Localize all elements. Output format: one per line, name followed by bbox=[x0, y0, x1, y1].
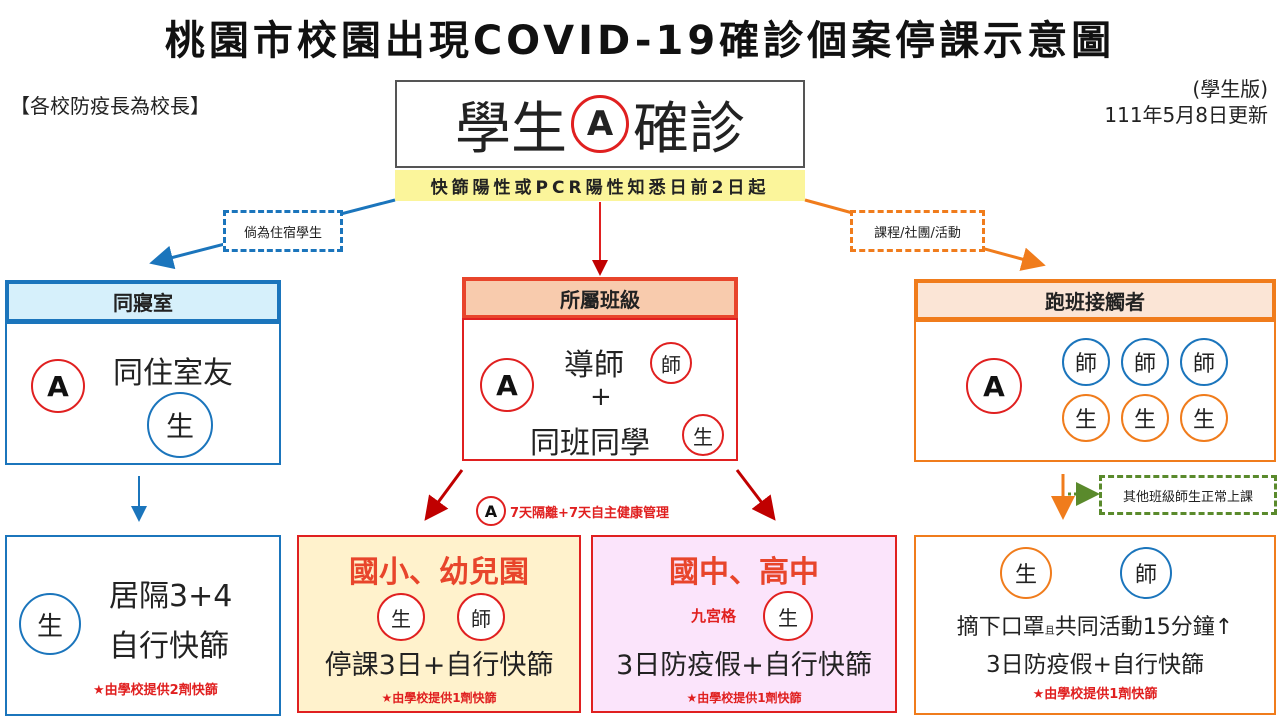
period-band: 快篩陽性或PCR陽性知悉日前2日起 bbox=[395, 170, 805, 201]
student-icon: 生 bbox=[1180, 394, 1228, 442]
updated-date: 111年5月8日更新 bbox=[1104, 103, 1268, 127]
class-box: A 導師 師 + 同班同學 生 bbox=[462, 318, 738, 461]
principal-note: 【各校防疫長為校長】 bbox=[10, 94, 210, 118]
isolation-note: A 7天隔離+7天自主健康管理 bbox=[476, 496, 669, 526]
teacher-text: 導師 bbox=[564, 348, 624, 383]
result-line: 居隔3+4 bbox=[109, 579, 233, 614]
dorm-box: A 同住室友 生 bbox=[5, 322, 281, 465]
cross-box: A 師 師 師 生 生 生 bbox=[914, 320, 1276, 462]
teacher-icon: 師 bbox=[650, 342, 692, 384]
kit-note: ★由學校提供1劑快篩 bbox=[381, 691, 497, 705]
student-icon: 生 bbox=[147, 392, 213, 458]
dorm-header: 同寢室 bbox=[5, 280, 281, 323]
condition-part: 摘下口罩 bbox=[956, 615, 1045, 640]
cross-header: 跑班接觸者 bbox=[914, 279, 1276, 321]
badge-a: A bbox=[480, 358, 534, 412]
teacher-icon: 師 bbox=[1120, 547, 1172, 599]
version-info: (學生版) 111年5月8日更新 bbox=[1104, 76, 1268, 128]
badge-a: A bbox=[31, 359, 85, 413]
plus: + bbox=[590, 382, 612, 412]
result-elementary: 國小、幼兒園 生 師 停課3日+自行快篩 ★由學校提供1劑快篩 bbox=[297, 535, 581, 713]
result-title: 國中、高中 bbox=[669, 555, 819, 590]
badge-a: A bbox=[476, 496, 506, 526]
student-icon: 生 bbox=[1062, 394, 1110, 442]
student-icon: 生 bbox=[377, 593, 425, 641]
condition-and: 且 bbox=[1044, 626, 1055, 637]
badge-a: A bbox=[966, 358, 1022, 414]
page-title: 桃園市校園出現COVID-19確診個案停課示意圖 bbox=[164, 18, 1116, 64]
dorm-condition-label: 倘為住宿學生 bbox=[223, 210, 343, 252]
student-icon: 生 bbox=[1000, 547, 1052, 599]
result-line: 3日防疫假+自行快篩 bbox=[616, 650, 872, 681]
roommate-text: 同住室友 bbox=[113, 356, 233, 391]
result-dorm: 生 居隔3+4 自行快篩 ★由學校提供2劑快篩 bbox=[5, 535, 281, 716]
arrow-elem bbox=[424, 469, 464, 521]
condition-part: 共同活動15分鐘↑ bbox=[1054, 615, 1234, 640]
result-line: 3日防疫假+自行快篩 bbox=[986, 652, 1204, 678]
arrow-high bbox=[735, 469, 776, 521]
kit-note: ★由學校提供1劑快篩 bbox=[1032, 687, 1158, 702]
other-classes-note: 其他班級師生正常上課 bbox=[1099, 475, 1277, 515]
result-line: 自行快篩 bbox=[109, 629, 229, 664]
version-label: (學生版) bbox=[1192, 77, 1268, 101]
main-case-box: 學生 A 確診 bbox=[395, 80, 805, 168]
activity-condition-label: 課程/社團/活動 bbox=[850, 210, 985, 252]
kit-note: ★由學校提供2劑快篩 bbox=[93, 683, 218, 698]
result-high: 國中、高中 九宮格 生 3日防疫假+自行快篩 ★由學校提供1劑快篩 bbox=[591, 535, 897, 713]
main-pre: 學生 bbox=[455, 96, 567, 162]
contact-condition: 摘下口罩且共同活動15分鐘↑ bbox=[916, 609, 1274, 641]
teacher-icon: 師 bbox=[1180, 338, 1228, 386]
student-icon: 生 bbox=[19, 593, 81, 655]
result-cross: 生 師 摘下口罩且共同活動15分鐘↑ 3日防疫假+自行快篩 ★由學校提供1劑快篩 bbox=[914, 535, 1276, 715]
badge-a: A bbox=[571, 95, 629, 153]
isolation-text: 7天隔離+7天自主健康管理 bbox=[510, 505, 669, 521]
grid-label: 九宮格 bbox=[691, 607, 737, 625]
student-icon: 生 bbox=[682, 414, 724, 456]
teacher-icon: 師 bbox=[1062, 338, 1110, 386]
teacher-icon: 師 bbox=[1121, 338, 1169, 386]
main-post: 確診 bbox=[633, 96, 745, 162]
kit-note: ★由學校提供1劑快篩 bbox=[686, 691, 802, 705]
class-header: 所屬班級 bbox=[462, 277, 738, 319]
result-line: 停課3日+自行快篩 bbox=[324, 650, 554, 681]
student-icon: 生 bbox=[763, 591, 813, 641]
classmates-text: 同班同學 bbox=[530, 426, 650, 461]
student-icon: 生 bbox=[1121, 394, 1169, 442]
result-title: 國小、幼兒園 bbox=[349, 555, 529, 590]
teacher-icon: 師 bbox=[457, 593, 505, 641]
